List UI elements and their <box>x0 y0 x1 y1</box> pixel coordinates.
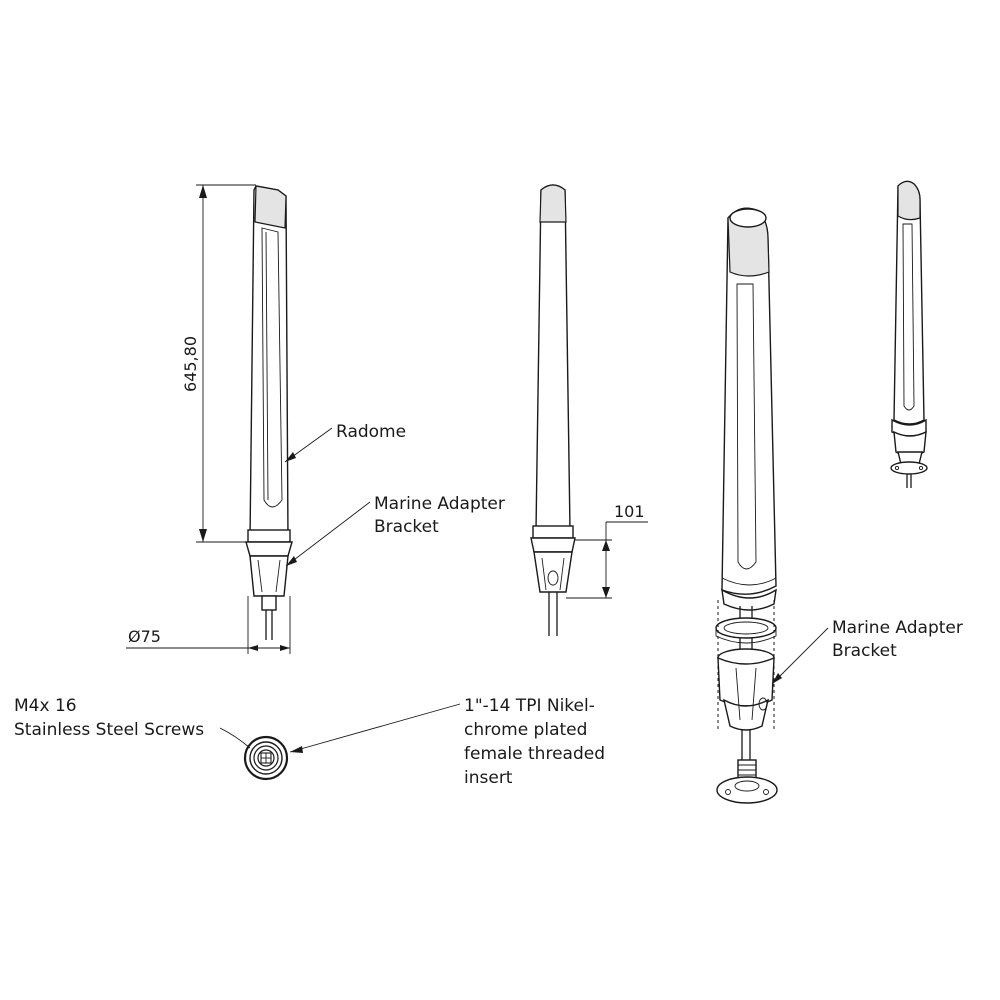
insert-label-line4: insert <box>464 768 513 788</box>
screws-label-line2: Stainless Steel Screws <box>14 720 204 740</box>
diameter-dimension: Ø75 <box>126 596 291 654</box>
insert-label-line3: female threaded <box>464 744 605 764</box>
bracket-exploded-label-line2: Bracket <box>832 641 897 661</box>
exploded-view-antenna <box>715 207 778 804</box>
insert-label-line1: 1"-14 TPI Nikel- <box>464 696 595 716</box>
bracket-front-label-line2: Bracket <box>374 517 439 537</box>
front-view-antenna <box>245 185 293 640</box>
bracket-height-value: 101 <box>614 502 645 521</box>
screws-label-line1: M4x 16 <box>14 696 77 716</box>
screws-callout: M4x 16 Stainless Steel Screws <box>14 696 251 749</box>
height-dimension: 645,80 <box>181 184 256 543</box>
bracket-height-dimension: 101 <box>566 502 648 599</box>
insert-callout: 1"-14 TPI Nikel- chrome plated female th… <box>289 696 605 788</box>
diameter-value: Ø75 <box>128 627 161 646</box>
side-view-antenna <box>530 184 576 636</box>
radome-label: Radome <box>336 422 406 442</box>
height-value: 645,80 <box>181 336 200 392</box>
bracket-exploded-callout: Marine Adapter Bracket <box>771 618 963 685</box>
bottom-view-insert <box>243 735 289 781</box>
radome-callout: Radome <box>284 422 406 463</box>
bracket-exploded-label-line1: Marine Adapter <box>832 618 963 638</box>
small-iso-antenna <box>890 180 928 488</box>
bracket-front-callout: Marine Adapter Bracket <box>285 494 505 567</box>
insert-label-line2: chrome plated <box>464 720 587 740</box>
bracket-front-label-line1: Marine Adapter <box>374 494 505 514</box>
